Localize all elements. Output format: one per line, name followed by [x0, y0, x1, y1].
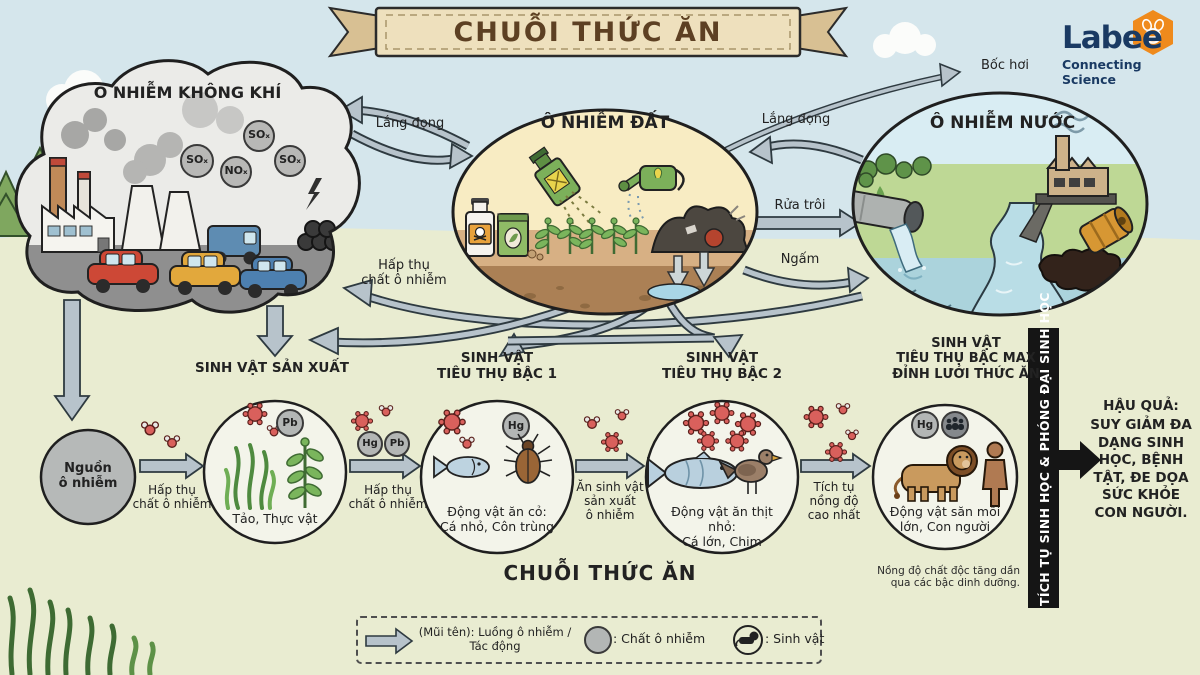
trash-pile-icon [650, 205, 750, 253]
crops-icon [535, 217, 649, 254]
legend-pollutant-label: : Chất ô nhiễm [613, 631, 706, 646]
legend-arrow-icon [365, 627, 414, 655]
flow-arrows [53, 62, 962, 422]
legend-pollutant-icon [584, 626, 612, 654]
bioaccumulation-bar [1028, 328, 1059, 608]
consequence-arrow-icon [1059, 441, 1101, 479]
riverside-factory-icon [1018, 110, 1117, 243]
factory-icon [41, 157, 115, 253]
flow-label-deposition-left: Lắng đọng [375, 116, 445, 131]
fertilizer-bag-icon [497, 213, 544, 261]
chain-arrow-4 [800, 452, 872, 480]
legend-box [356, 616, 822, 664]
lightning-icon [306, 178, 322, 210]
consequence-heading: HẬU QUẢ: [1103, 398, 1179, 414]
legend-icons [365, 625, 763, 655]
insect-icon [503, 433, 553, 484]
flow-label-runoff: Rửa trôi [774, 198, 826, 213]
bioaccumulation-bar-label: TÍCH TỤ SINH HỌC & PHÓNG ĐẠI SINH HỌC [1037, 292, 1052, 606]
bird-icon [718, 449, 783, 494]
flow-label-evaporation: Bốc hơi [981, 58, 1029, 73]
molecule-label-sox2: SOₓ [248, 128, 270, 141]
link-label-3: Ăn sinh vật sản xuất ô nhiễm [576, 480, 644, 523]
stage-label-apex: Động vật săn mồi lớn, Con người [889, 504, 1001, 534]
flow-label-absorption: Hấp thụ chất ô nhiễm [361, 258, 447, 289]
stage-label-consumer1: Động vật ăn cỏ: Cá nhỏ, Côn trùng [440, 504, 554, 534]
oil-barrel-icon [1038, 206, 1134, 292]
banner-title: CHUỖI THỨC ĂN [453, 17, 723, 48]
stage-label-producers: Tảo, Thực vật [232, 511, 318, 526]
logo-tagline: Connecting Science [1062, 57, 1142, 87]
badge-label-hg-apex: Hg [916, 419, 934, 431]
pollutant-molecule-circles [180, 120, 306, 188]
chain-arrow-2 [349, 452, 422, 480]
labee-logo-icon [1133, 10, 1173, 55]
water-title: Ô NHIỄM NƯỚC [929, 113, 1076, 133]
soil-title: Ô NHIỄM ĐẤT [540, 113, 670, 133]
consequence-body: SUY GIẢM ĐA DẠNG SINH HỌC, BỆNH TẬT, ĐE … [1090, 417, 1192, 521]
badge-label-hg-c2: Hg [507, 420, 525, 432]
badge-label-pb-1: Pb [282, 417, 298, 429]
legend-arrow-label: (Mũi tên): Luồng ô nhiễm / Tác động [418, 625, 572, 653]
grass-decoration [7, 587, 156, 675]
legend-organism-label: : Sinh vật [765, 631, 825, 646]
water-pollution-ellipse [851, 91, 1149, 317]
banner-ribbon [327, 6, 849, 58]
molecule-label-sox3: SOₓ [279, 153, 301, 166]
flow-label-deposition-right: Lắng đọng [761, 112, 831, 127]
stage-header-producers: SINH VẬT SẢN XUẤT [194, 360, 350, 376]
flow-label-seepage: Ngấm [780, 252, 820, 267]
big-fish-icon [647, 450, 738, 490]
poison-bottle-icon [465, 198, 495, 257]
seep-arrow-icon [692, 251, 716, 288]
small-fish-icon [433, 455, 490, 479]
footer-title: CHUỖI THỨC ĂN [503, 561, 697, 585]
seep-arrow-icon [666, 255, 690, 292]
tire-pile-icon [297, 220, 342, 251]
concentration-note: Nồng độ chất độc tăng dần qua các bậc di… [877, 565, 1020, 590]
chain-arrow-3 [575, 452, 646, 480]
link-label-2: Hấp thụ chất ô nhiễm [348, 483, 428, 512]
red-car-icon [87, 249, 159, 293]
molecule-label-sox1: SOₓ [186, 153, 208, 166]
cooling-towers-icon [120, 185, 202, 251]
smoke-puffs [61, 92, 244, 184]
pesticide-spray-icon [528, 146, 605, 231]
link-label-4: Tích tụ nồng độ cao nhất [807, 480, 861, 523]
air-title: Ô NHIỄM KHÔNG KHÍ [93, 83, 282, 102]
stage-header-consumer2: SINH VẬT TIÊU THỤ BẬC 2 [661, 350, 783, 382]
soil-pollution-ellipse [451, 108, 759, 316]
legend-organism-icon [733, 625, 763, 655]
stage-label-consumer2: Động vật ăn thịt nhỏ: Cá lớn, Chim [671, 504, 773, 549]
pollution-source-node [39, 428, 137, 526]
badge-label-hg-link2: Hg [362, 438, 378, 449]
stage-header-apex: SINH VẬT TIÊU THỤ BẬC MAX ĐỈNH LƯỚI THỨC… [892, 336, 1040, 382]
human-icon [981, 441, 1009, 507]
lion-icon [893, 445, 978, 502]
stage-header-consumer1: SINH VẬT TIÊU THỤ BẬC 1 [436, 350, 558, 382]
link-label-1: Hấp thụ chất ô nhiễm [132, 483, 212, 512]
people-badge-icon [946, 417, 964, 430]
plant-icon [286, 437, 324, 508]
molecule-label-nox: NOₓ [224, 164, 248, 177]
yellow-car-icon [169, 251, 241, 295]
watering-can-icon [618, 165, 685, 221]
air-pollution-ellipse [14, 59, 361, 314]
blue-car-icon [239, 256, 307, 298]
logo-name: Labee [1062, 20, 1163, 56]
food-chain [39, 399, 1019, 555]
badge-label-pb-link2: Pb [389, 438, 405, 449]
source-node-label: Nguồn ô nhiễm [58, 461, 118, 492]
algae-icon [224, 443, 276, 510]
land [0, 227, 1200, 675]
chain-arrow-1 [139, 452, 205, 480]
